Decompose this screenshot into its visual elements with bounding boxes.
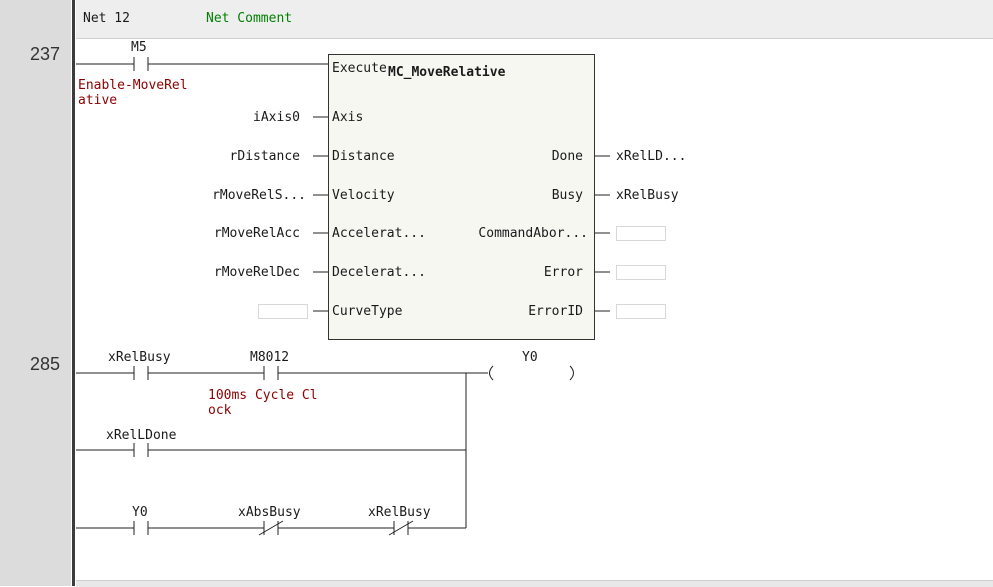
fb-pin-commandaborted: CommandAbor... xyxy=(478,226,588,241)
network-footer xyxy=(76,580,993,587)
fb-pin-errorid: ErrorID xyxy=(528,304,583,319)
contact-m8012-label[interactable]: M8012 xyxy=(250,350,290,365)
input-var-acceleration[interactable]: rMoveRelAcc xyxy=(213,226,300,241)
output-var-errorid[interactable] xyxy=(616,304,666,319)
fb-pin-curvetype: CurveType xyxy=(332,304,403,319)
contact-xrelldone-label[interactable]: xRelLDone xyxy=(106,428,177,443)
contact-m5-label[interactable]: M5 xyxy=(131,40,147,55)
fb-type-name: MC_MoveRelative xyxy=(388,65,506,80)
network-comment[interactable]: Net Comment xyxy=(206,11,293,26)
coil-y0-label[interactable]: Y0 xyxy=(522,350,538,365)
fb-pin-busy: Busy xyxy=(551,188,583,203)
rung-number-237: 237 xyxy=(30,44,61,64)
input-var-velocity[interactable]: rMoveRelS... xyxy=(212,188,306,203)
contact-y0-label[interactable]: Y0 xyxy=(132,505,148,520)
fb-execute-pin: Execute xyxy=(332,61,387,76)
contact-xrelbusy-label[interactable]: xRelBusy xyxy=(108,350,171,365)
fb-pin-deceleration: Decelerat... xyxy=(332,265,426,280)
contact-xabsbusy-label[interactable]: xAbsBusy xyxy=(238,505,301,520)
fb-pin-error: Error xyxy=(543,265,583,280)
fb-pin-distance: Distance xyxy=(332,149,395,164)
rung-number-gutter xyxy=(0,0,71,586)
input-var-axis[interactable]: iAxis0 xyxy=(253,110,300,125)
fb-pin-acceleration: Accelerat... xyxy=(332,226,426,241)
fb-pin-velocity: Velocity xyxy=(332,188,395,203)
input-var-curvetype[interactable] xyxy=(258,304,308,319)
fb-pin-axis: Axis xyxy=(332,110,364,125)
output-var-busy[interactable]: xRelBusy xyxy=(616,188,679,203)
network-header[interactable]: Net 12 Net Comment xyxy=(76,0,993,39)
rung-number-285: 285 xyxy=(30,354,61,374)
output-var-done[interactable]: xRelLD... xyxy=(616,149,687,164)
contact-m5-comment: Enable-MoveRel ative xyxy=(78,78,188,108)
fb-pin-done: Done xyxy=(551,149,583,164)
network-label: Net 12 xyxy=(83,11,130,26)
output-var-commandaborted[interactable] xyxy=(616,226,666,241)
input-var-distance[interactable]: rDistance xyxy=(229,149,300,164)
left-power-rail xyxy=(72,0,75,586)
contact-m8012-comment: 100ms Cycle Cl ock xyxy=(208,388,318,418)
output-var-error[interactable] xyxy=(616,265,666,280)
contact-xrelbusy-nc-label[interactable]: xRelBusy xyxy=(368,505,431,520)
function-block-mc-moverelative[interactable] xyxy=(328,54,595,340)
input-var-deceleration[interactable]: rMoveRelDec xyxy=(213,265,300,280)
